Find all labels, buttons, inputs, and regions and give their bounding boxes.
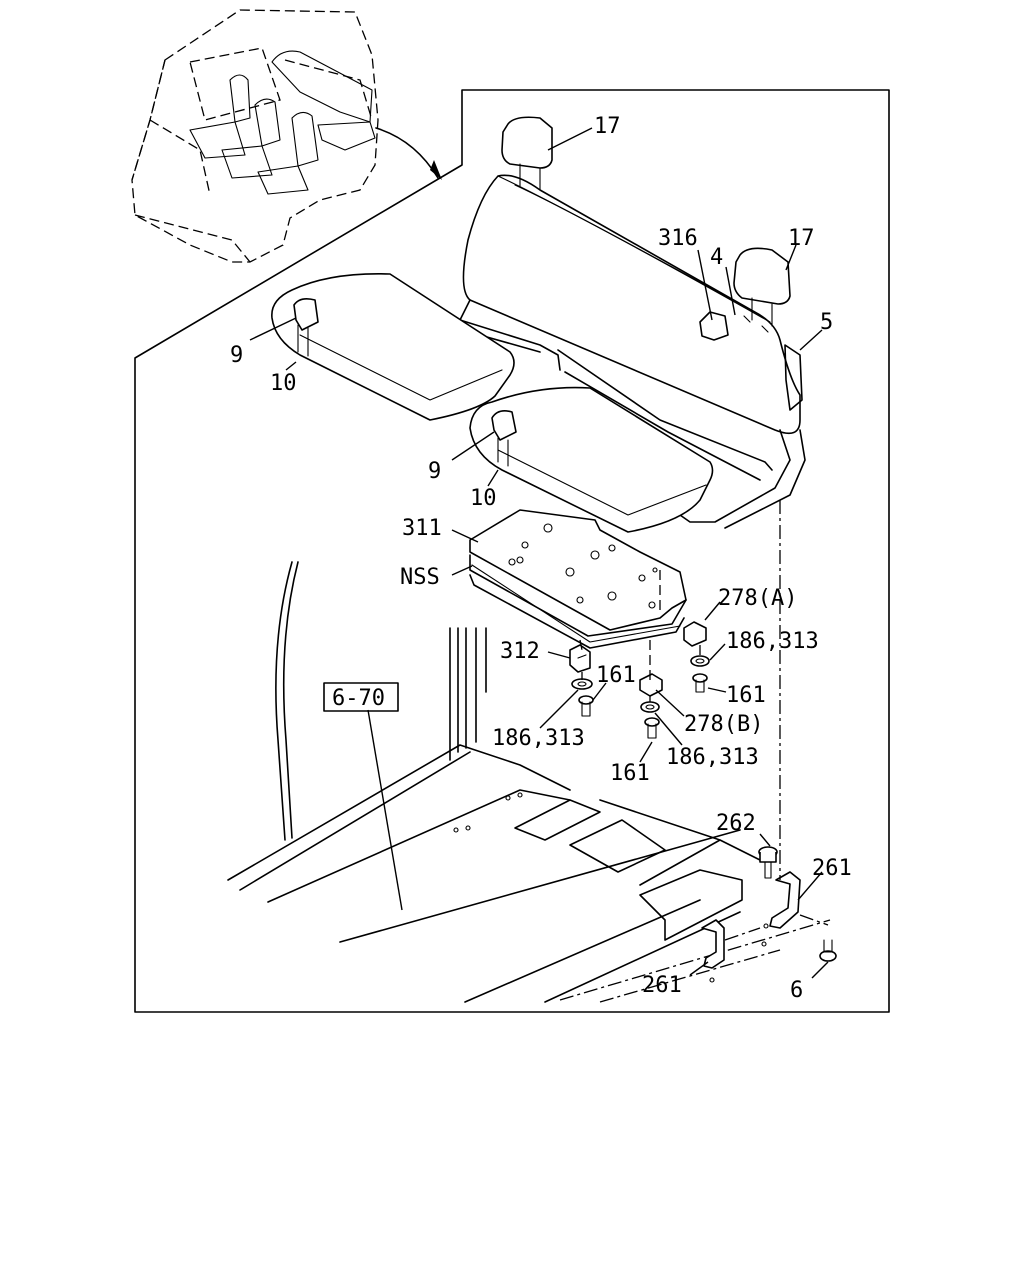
callout-strap-10-left: 10: [270, 371, 297, 396]
callout-cover-9-left: 9: [230, 343, 243, 368]
callout-bolt-6: 6: [790, 978, 803, 1003]
callout-washer-186-313-a: 186,313: [726, 629, 819, 654]
callout-bracket-278a: 278(A): [718, 586, 797, 611]
callout-part-5: 5: [820, 310, 833, 335]
vehicle-overview-illustration: [131, 9, 442, 263]
callout-labels: 17 17 316 4 5 9 10 9 10 311 NSS 278(A) 1…: [230, 114, 852, 1003]
hardware-parts: [569, 621, 837, 983]
callout-bolt-262: 262: [716, 811, 756, 836]
callout-bolt-161-a: 161: [726, 683, 766, 708]
callout-washer-186-313-b: 186,313: [492, 726, 585, 751]
diagram-frame: [134, 89, 890, 1013]
reference-label: 6-70: [332, 686, 385, 711]
callout-bracket-278b: 278(B): [684, 712, 763, 737]
callout-clip-316: 316: [658, 226, 698, 251]
callout-bolt-161-b: 161: [596, 663, 636, 688]
assembly-lines: [579, 500, 781, 880]
callout-headrest-right: 17: [788, 226, 815, 251]
callout-washer-186-313-c: 186,313: [666, 745, 759, 770]
callout-nss: NSS: [400, 565, 440, 590]
seat-base-plate: [469, 509, 687, 649]
callout-part-4: 4: [710, 245, 723, 270]
leader-lines: [249, 127, 829, 979]
callout-base-311: 311: [402, 516, 442, 541]
callout-strap-10-right: 10: [470, 486, 497, 511]
seat-cushion-assembly: [271, 273, 714, 533]
seat-back-assembly: [459, 116, 806, 529]
callout-bolt-161-c: 161: [610, 761, 650, 786]
callout-bracket-261-left: 261: [642, 973, 682, 998]
callout-clip-312: 312: [500, 639, 540, 664]
callout-cover-9-right: 9: [428, 459, 441, 484]
callout-bracket-261-right: 261: [812, 856, 852, 881]
callout-headrest-left: 17: [594, 114, 621, 139]
floor-structure: [227, 561, 831, 1003]
reference-box: [323, 682, 399, 712]
